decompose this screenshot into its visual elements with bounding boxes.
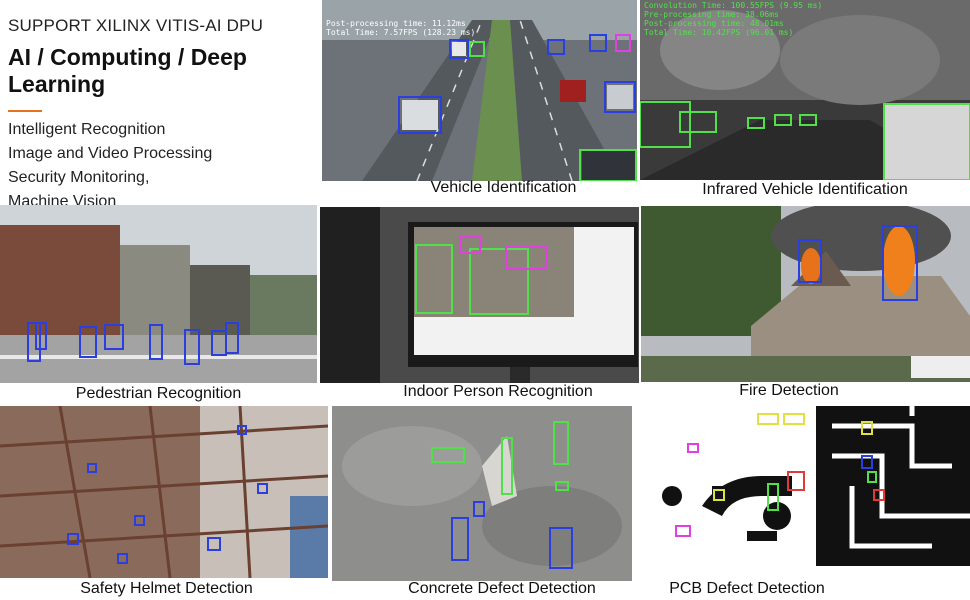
hud-text: Convolution Time: 100.55FPS (9.95 ms) — [644, 1, 822, 10]
feature-item: Security Monitoring, — [8, 169, 150, 186]
caption-pcb: PCB Defect Detection — [669, 580, 825, 597]
caption-vehicle: Vehicle Identification — [430, 179, 577, 196]
caption-helmet: Safety Helmet Detection — [80, 580, 253, 597]
vehicle-identification-image: Post-processing time: 11.12ms Total Time… — [322, 0, 637, 181]
indoor-person-recognition-image — [320, 207, 639, 383]
intro-title: AI / Computing / Deep Learning — [8, 44, 247, 97]
hud-text: Post-processing time: 11.12ms — [326, 19, 466, 28]
accent-divider — [8, 110, 42, 112]
intro-panel: SUPPORT XILINX VITIS-AI DPU AI / Computi… — [8, 16, 318, 214]
pedestrian-recognition-image — [0, 205, 317, 383]
hud-text: Post-processing time: 48.01ms — [644, 19, 784, 28]
concrete-defect-detection-image — [332, 406, 632, 581]
pcb-defect-detection-image — [652, 406, 970, 566]
fire-detection-image — [641, 206, 970, 382]
infrared-vehicle-image: Convolution Time: 100.55FPS (9.95 ms) Pr… — [640, 0, 970, 180]
caption-fire: Fire Detection — [739, 382, 839, 399]
caption-indoor: Indoor Person Recognition — [403, 383, 593, 400]
caption-concrete: Concrete Defect Detection — [408, 580, 596, 597]
feature-list: Intelligent Recognition Image and Video … — [8, 118, 318, 214]
hud-text: Total Time: 7.57FPS (128.23 ms) — [326, 28, 475, 37]
hud-text: Pre-processing time: 38.06ms — [644, 10, 779, 19]
feature-item: Intelligent Recognition — [8, 121, 166, 138]
caption-infrared: Infrared Vehicle Identification — [702, 181, 908, 198]
intro-subtitle: SUPPORT XILINX VITIS-AI DPU — [8, 16, 264, 35]
feature-item: Image and Video Processing — [8, 145, 213, 162]
hud-text: Total Time: 10.42FPS (96.01 ms) — [644, 28, 793, 37]
safety-helmet-detection-image — [0, 406, 328, 578]
caption-pedestrian: Pedestrian Recognition — [75, 385, 242, 402]
